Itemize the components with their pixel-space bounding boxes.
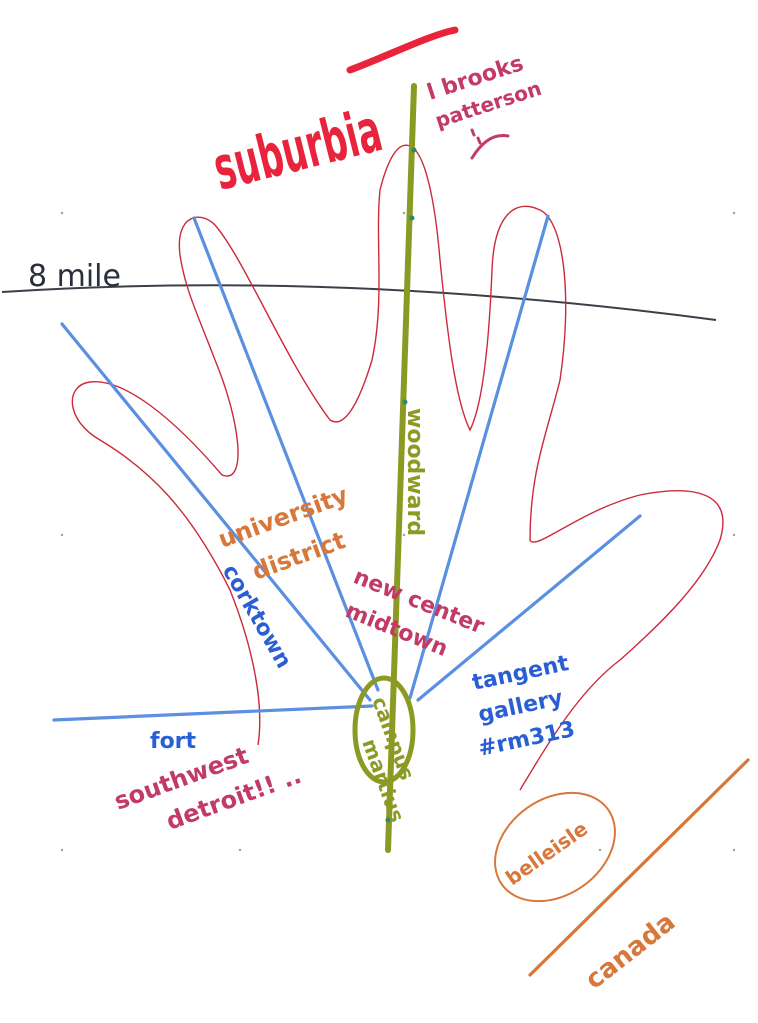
campus-martius-circle [352, 675, 416, 785]
street-line-northwest-2 [192, 216, 380, 692]
street-line-east [416, 514, 642, 702]
eight-mile-line [1, 284, 717, 321]
street-line-northeast [408, 214, 550, 700]
street-line-west [52, 704, 374, 722]
belleisle-outline [494, 791, 616, 903]
hand-outline [71, 144, 724, 791]
woodward-label: woodward [402, 408, 427, 536]
woodward-dots [385, 147, 417, 823]
paper-dots [60, 211, 736, 852]
belleisle-label: belleisle [501, 816, 592, 890]
detroit-river-line [528, 758, 750, 977]
frown-face [470, 128, 510, 160]
suburbia-underline [346, 26, 459, 74]
fort-label: fort [150, 729, 197, 754]
street-lines [52, 214, 642, 722]
street-line-northwest-1 [60, 322, 372, 702]
eight-mile-label: 8 mile [28, 259, 121, 294]
woodward-avenue-line [385, 83, 417, 853]
canada-label: canada [580, 907, 681, 995]
suburbia-label: suburbia [207, 96, 389, 205]
